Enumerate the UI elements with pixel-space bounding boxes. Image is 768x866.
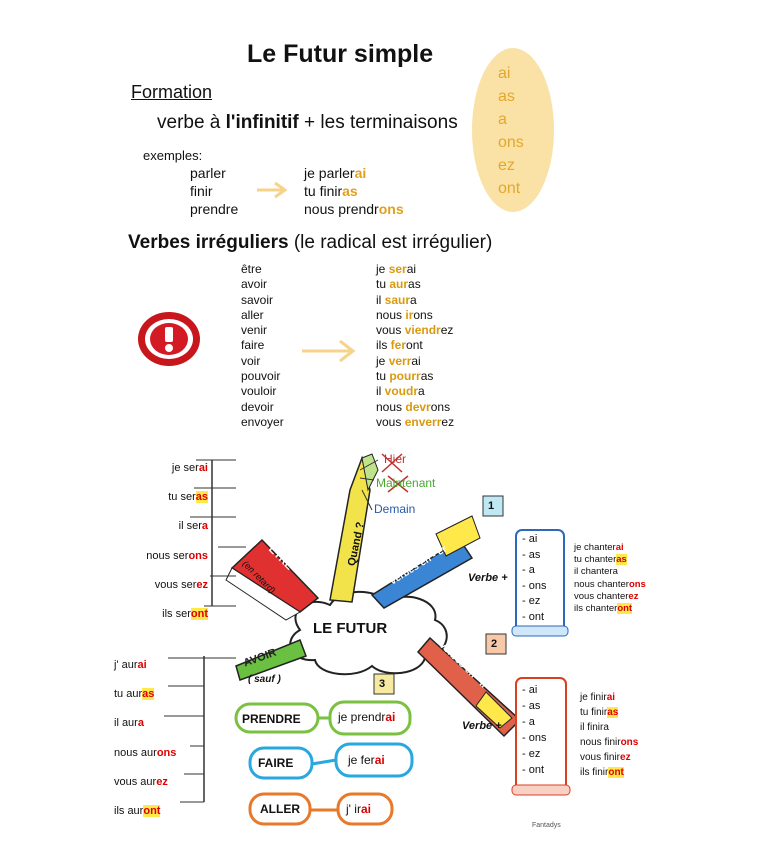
formation-heading: Formation bbox=[131, 82, 213, 102]
number-box-3 bbox=[373, 673, 395, 695]
mindmap-drawing bbox=[164, 453, 571, 826]
etre-forms: je serai tu seras il sera nous serons vo… bbox=[146, 462, 208, 621]
avoir-forms: j' aurai tu auras il aura nous aurons vo… bbox=[114, 659, 177, 818]
ir-number: 2 bbox=[491, 638, 498, 650]
center-label: LE FUTUR bbox=[313, 620, 388, 637]
demain-label: Demain bbox=[374, 502, 416, 516]
aller-label: ALLER bbox=[260, 802, 300, 816]
er-branch-shape bbox=[370, 538, 474, 609]
example-conjugated: je parlerai tu finiras nous prendrons bbox=[304, 165, 404, 217]
prendre-label: PRENDRE bbox=[242, 712, 301, 726]
arrow-icon bbox=[302, 339, 356, 363]
prendre-form: je prendrai bbox=[338, 710, 396, 724]
ir-endings: - ai- as- a - ons- ez- ont bbox=[522, 684, 547, 776]
avoir-note: ( sauf ) bbox=[248, 674, 281, 685]
aller-form: j' irai bbox=[346, 802, 371, 816]
example-infinitives: parler finir prendre bbox=[190, 165, 239, 217]
irregular-title: Verbes irréguliers (le radical est irrég… bbox=[128, 232, 493, 253]
ir-forms: je finirai tu finiras il finira nous fin… bbox=[580, 692, 639, 778]
hier-label: Hier bbox=[384, 452, 407, 466]
warning-icon bbox=[138, 312, 200, 366]
faire-label: FAIRE bbox=[258, 756, 294, 770]
er-forms: je chanterai tu chanteras il chantera no… bbox=[574, 542, 646, 615]
faire-form: je ferai bbox=[348, 753, 385, 767]
er-number: 1 bbox=[488, 500, 495, 512]
group3-number: 3 bbox=[379, 678, 386, 690]
formation-formula: verbe à l'infinitif + les terminaisons bbox=[157, 112, 458, 133]
page-title: Le Futur simple bbox=[247, 40, 434, 68]
endings-oval bbox=[472, 48, 554, 212]
verbe-plus-ir: Verbe + bbox=[462, 720, 502, 732]
arrow-icon bbox=[257, 181, 288, 199]
number-box-2 bbox=[485, 633, 507, 655]
credit-text: Fantadys bbox=[532, 822, 561, 829]
examples-label: exemples: bbox=[143, 148, 203, 163]
maintenant-label: Maintenant bbox=[376, 476, 436, 490]
verbe-plus-er: Verbe + bbox=[468, 572, 508, 584]
avoir-branch-shape bbox=[235, 639, 307, 681]
number-box-1 bbox=[482, 495, 504, 517]
irregular-forms: je serai tu auras il saura nous irons vo… bbox=[376, 262, 455, 429]
er-endings: - ai- as- a - ons- ez- ont bbox=[522, 533, 547, 623]
